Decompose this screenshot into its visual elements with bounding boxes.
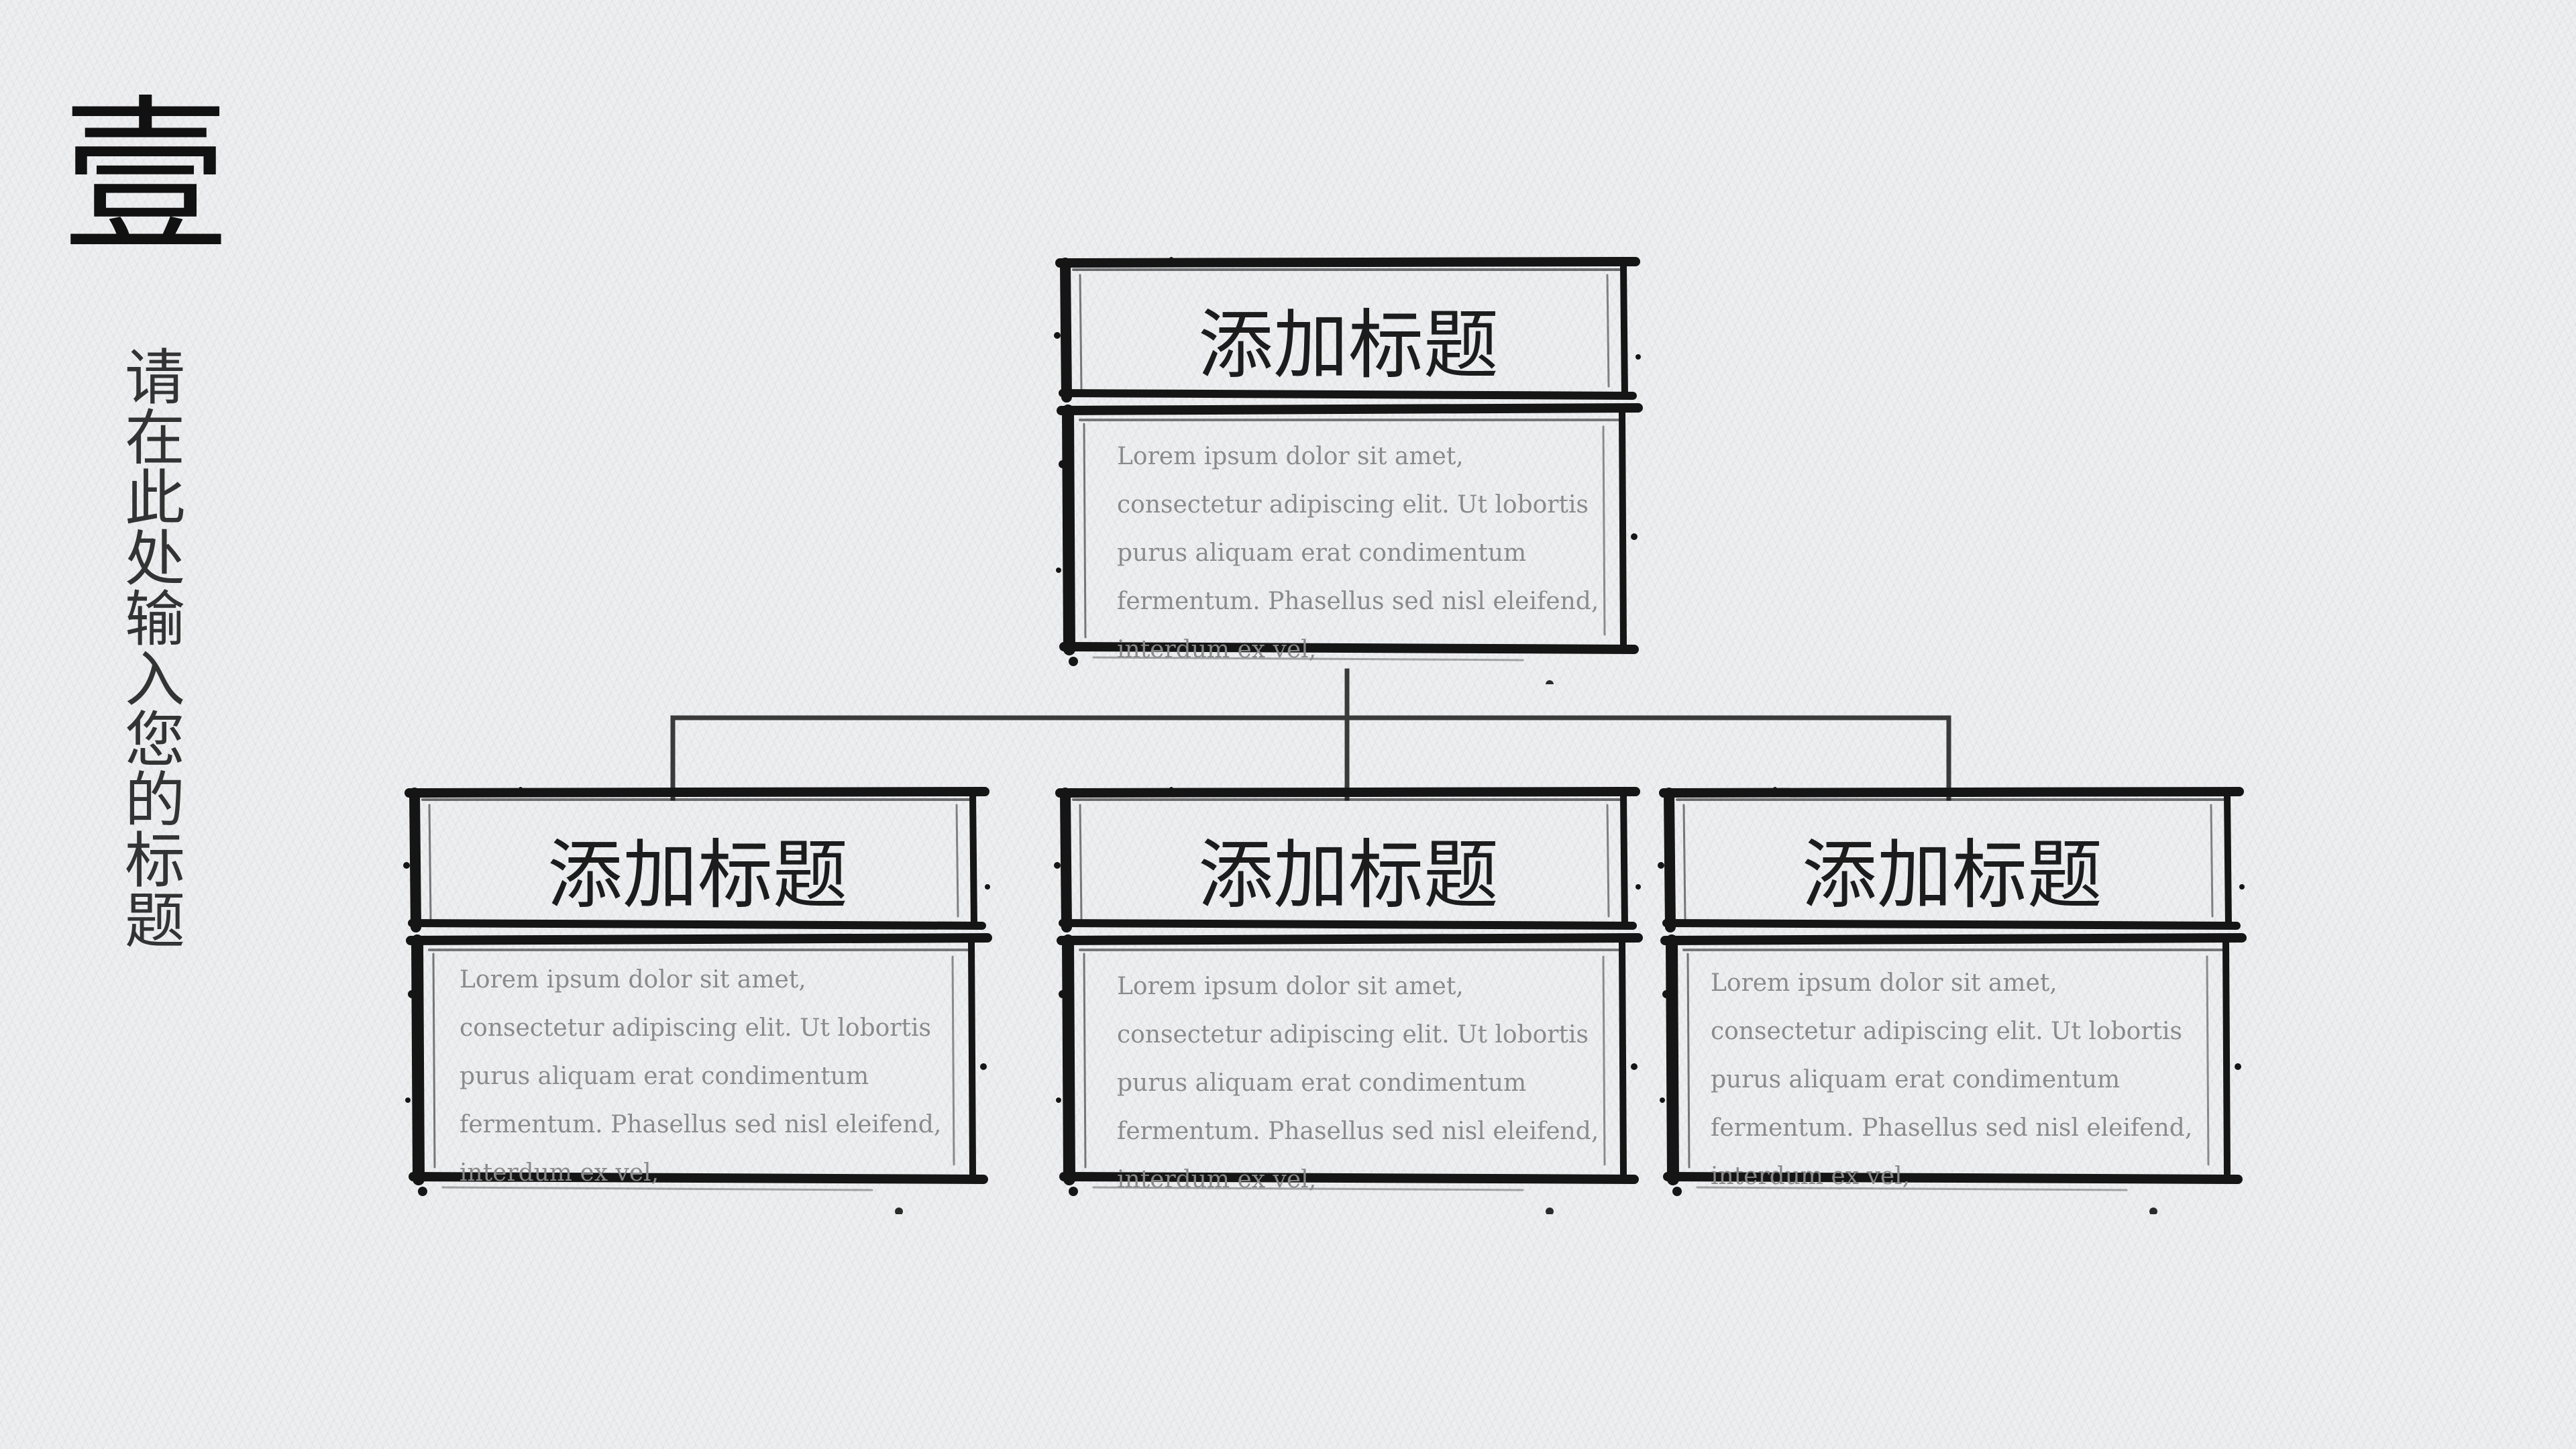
ink-brush-frame	[1054, 257, 1643, 684]
node-body-text: Lorem ipsum dolor sit amet, consectetur …	[460, 966, 942, 1187]
ink-brush-frame	[1658, 787, 2247, 1214]
ink-brush-frame	[1054, 787, 1643, 1214]
node-body-text: Lorem ipsum dolor sit amet, consectetur …	[1117, 443, 1599, 663]
org-node-child-left: 添加标题 Lorem ipsum dolor sit amet, consect…	[402, 785, 993, 1214]
node-title: 添加标题	[1802, 832, 2102, 919]
org-node-child-right: 添加标题 Lorem ipsum dolor sit amet, consect…	[1657, 785, 2247, 1214]
node-title: 添加标题	[1198, 832, 1499, 919]
org-node-child-middle: 添加标题 Lorem ipsum dolor sit amet, consect…	[1053, 785, 1644, 1214]
org-node-root: 添加标题 Lorem ipsum dolor sit amet, consect…	[1053, 255, 1644, 684]
node-body-text: Lorem ipsum dolor sit amet, consectetur …	[1711, 969, 2193, 1190]
ink-brush-frame	[403, 787, 992, 1214]
node-body-text: Lorem ipsum dolor sit amet, consectetur …	[1117, 973, 1599, 1193]
vertical-section-title: 请在此处输入您的标题	[114, 345, 184, 949]
chapter-numeral: 壹	[62, 80, 229, 275]
node-title: 添加标题	[1198, 302, 1499, 389]
node-title: 添加标题	[547, 832, 848, 919]
